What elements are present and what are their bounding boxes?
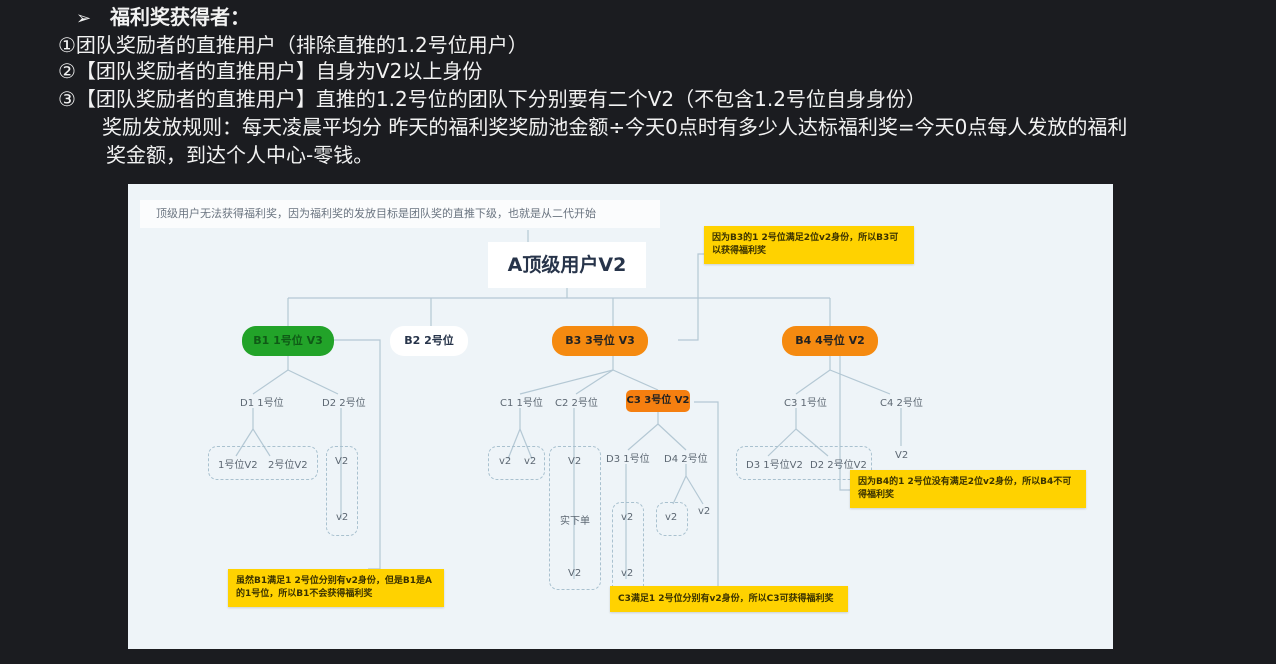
leaf-c1-1: v2	[499, 456, 512, 467]
group-d1	[208, 446, 318, 480]
note-b1: 虽然B1满足1 2号位分别有v2身份，但是B1是A的1号位，所以B1不会获得福利…	[228, 569, 444, 607]
leaf-d1-2: 2号位V2	[268, 460, 308, 471]
arrowhead-bullet-icon: ➢	[76, 8, 92, 29]
leaf-c2-3: V2	[568, 568, 582, 579]
node-c2: C2 2号位	[555, 398, 598, 409]
diagram-canvas: 顶级用户无法获得福利奖，因为福利奖的发放目标是团队奖的直推下级，也就是从二代开始…	[128, 184, 1113, 649]
node-b2: B2 2号位	[390, 326, 468, 356]
node-c3-b3: C3 3号位 V2	[626, 390, 690, 412]
node-d3: D3 1号位	[606, 454, 650, 465]
leaf-d2-2: v2	[336, 512, 349, 523]
group-c3-b4	[736, 446, 872, 480]
leaf-d2-1: V2	[335, 456, 349, 467]
note-b4: 因为B4的1 2号位没有满足2位v2身份，所以B4不可得福利奖	[850, 470, 1086, 508]
node-d1: D1 1号位	[240, 398, 284, 409]
group-c2	[549, 446, 601, 590]
leaf-d4-extra: v2	[698, 506, 711, 517]
leaf-c2-1: V2	[568, 456, 582, 467]
note-c3: C3满足1 2号位分别有v2身份，所以C3可获得福利奖	[610, 586, 848, 612]
group-c1	[488, 446, 545, 480]
title-text: 福利奖获得者：	[110, 5, 250, 29]
group-d2	[326, 446, 358, 536]
leaf-d1-1: 1号位V2	[218, 460, 258, 471]
node-b1: B1 1号位 V3	[242, 326, 334, 356]
leaf-d4-1: v2	[665, 512, 678, 523]
node-b4: B4 4号位 V2	[782, 326, 878, 356]
node-b3: B3 3号位 V3	[552, 326, 648, 356]
leaf-c3-b4-2: D2 2号位V2	[810, 460, 867, 471]
node-c1: C1 1号位	[500, 398, 543, 409]
payout-rule-line-2: 奖金额，到达个人中心-零钱。	[106, 143, 374, 167]
rule-2: ②【团队奖励者的直推用户】自身为V2以上身份	[58, 59, 483, 83]
leaf-c1-2: v2	[524, 456, 537, 467]
group-d4	[656, 502, 688, 536]
leaf-c2-2: 实下单	[560, 516, 590, 527]
connector-lines	[235, 230, 902, 586]
node-c4: C4 2号位	[880, 398, 923, 409]
note-b3: 因为B3的1 2号位满足2位v2身份，所以B3可以获得福利奖	[704, 226, 914, 264]
payout-rule-line-1: 奖励发放规则：每天凌晨平均分 昨天的福利奖奖励池金额÷今天0点时有多少人达标福利…	[102, 115, 1128, 139]
node-c3-b4: C3 1号位	[784, 398, 827, 409]
rule-1: ①团队奖励者的直推用户（排除直推的1.2号位用户）	[58, 33, 528, 57]
leaf-c3-b4-1: D3 1号位V2	[746, 460, 803, 471]
top-note: 顶级用户无法获得福利奖，因为福利奖的发放目标是团队奖的直推下级，也就是从二代开始	[140, 200, 660, 228]
leaf-d3-1: v2	[621, 512, 634, 523]
leaf-d3-2: v2	[621, 568, 634, 579]
root-node: A顶级用户V2	[488, 242, 646, 288]
node-d2: D2 2号位	[322, 398, 366, 409]
rule-3: ③【团队奖励者的直推用户】直推的1.2号位的团队下分别要有二个V2（不包含1.2…	[58, 87, 926, 111]
section-title: ➢ 福利奖获得者：	[76, 4, 250, 32]
leaf-c4: V2	[895, 450, 909, 461]
node-d4: D4 2号位	[664, 454, 708, 465]
